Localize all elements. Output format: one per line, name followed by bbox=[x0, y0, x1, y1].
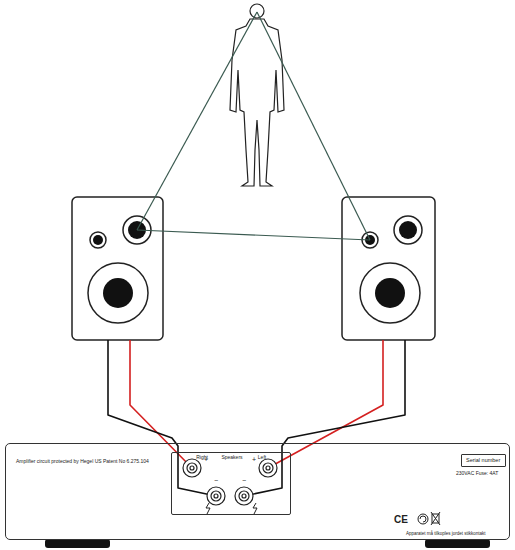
speaker bbox=[342, 197, 435, 340]
speaker bbox=[72, 197, 163, 340]
certification-mark bbox=[431, 512, 440, 525]
speaker bbox=[88, 263, 148, 323]
terminal-panel: RightSpeakersLeft bbox=[171, 452, 291, 515]
safety-note: Apparatet må tilkoples jordet stikkontak… bbox=[406, 532, 486, 537]
listening-triangle bbox=[137, 12, 370, 240]
polarity-sign: − bbox=[214, 477, 218, 485]
polarity-sign: + bbox=[252, 456, 256, 464]
certification-mark bbox=[418, 514, 428, 524]
speaker-driver bbox=[103, 278, 133, 308]
binding-post bbox=[263, 463, 273, 473]
listener-figure bbox=[230, 19, 284, 186]
binding-post bbox=[190, 466, 194, 470]
polarity-sign: + bbox=[204, 456, 208, 464]
speaker bbox=[90, 232, 106, 248]
hazard-bolt bbox=[206, 503, 210, 514]
patent-text: Amplifier circuit protected by Hegel US … bbox=[16, 459, 149, 465]
terminal-heading: Speakers bbox=[221, 455, 242, 461]
speaker-cable bbox=[244, 340, 405, 496]
binding-post bbox=[183, 459, 277, 505]
binding-post bbox=[259, 459, 277, 477]
listening-triangle bbox=[137, 12, 257, 230]
listener-figure bbox=[250, 4, 264, 18]
power-rating: 230VAC Fuse: 4AT bbox=[456, 471, 498, 477]
speaker-driver bbox=[375, 278, 405, 308]
speaker-cable bbox=[108, 340, 216, 496]
hazard-bolt bbox=[253, 503, 257, 514]
binding-post bbox=[266, 466, 270, 470]
listening-triangle bbox=[257, 12, 370, 240]
binding-post bbox=[211, 491, 221, 501]
binding-post bbox=[239, 491, 249, 501]
speaker-cable bbox=[108, 340, 405, 496]
serial-label: Serial number bbox=[466, 457, 500, 463]
speaker-cable bbox=[130, 340, 192, 468]
amplifier-foot bbox=[45, 539, 490, 548]
listening-triangle bbox=[137, 230, 370, 240]
binding-post bbox=[183, 459, 201, 477]
speaker-cable bbox=[268, 340, 383, 468]
certification-mark: CE bbox=[394, 514, 408, 525]
serial-number-box: Serial number bbox=[461, 454, 506, 467]
amplifier-panel: Amplifier circuit protected by Hegel US … bbox=[5, 443, 510, 540]
speaker-driver bbox=[399, 221, 417, 239]
listener-figure bbox=[230, 4, 284, 186]
binding-post bbox=[235, 487, 253, 505]
speaker bbox=[72, 197, 435, 340]
binding-post bbox=[187, 463, 197, 473]
certification-mark bbox=[418, 512, 440, 525]
binding-post bbox=[242, 494, 246, 498]
certification-mark bbox=[420, 516, 426, 522]
polarity-sign: − bbox=[242, 477, 246, 485]
speaker bbox=[360, 263, 420, 323]
binding-post bbox=[214, 494, 218, 498]
amplifier-foot bbox=[425, 539, 490, 548]
speaker-driver bbox=[93, 221, 417, 308]
binding-post bbox=[207, 487, 225, 505]
channel-label: Left bbox=[258, 455, 266, 461]
hazard-bolt bbox=[206, 503, 257, 514]
speaker bbox=[394, 216, 422, 244]
speaker-driver bbox=[93, 235, 103, 245]
amplifier-foot bbox=[45, 539, 110, 548]
